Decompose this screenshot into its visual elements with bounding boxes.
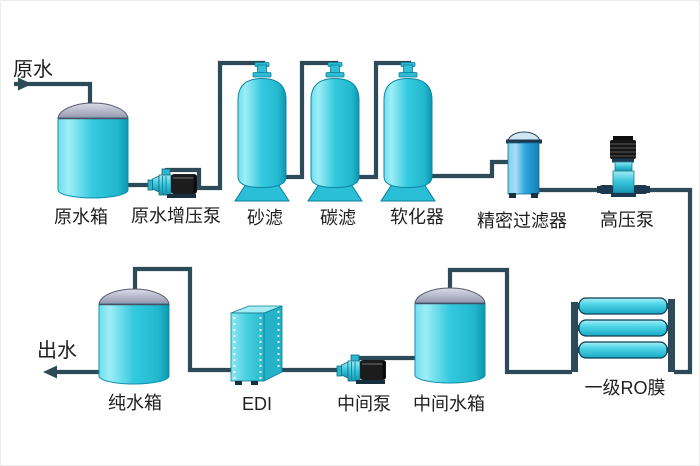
pipe-inlet bbox=[14, 81, 93, 105]
softener-label: 软化器 bbox=[390, 207, 444, 227]
carbon-filter-label: 碳滤 bbox=[320, 208, 356, 228]
raw-water-tank bbox=[57, 102, 129, 199]
ro-membrane-label: 一级RO膜 bbox=[585, 378, 666, 398]
pure-water-tank-label: 纯水箱 bbox=[108, 393, 162, 413]
edi-module bbox=[230, 305, 283, 385]
high-pressure-pump bbox=[597, 136, 650, 197]
ro-tube bbox=[578, 341, 668, 359]
ro-tube bbox=[578, 297, 668, 315]
booster-pump-label: 原水增压泵 bbox=[131, 206, 221, 226]
intermediate-tank-label: 中间水箱 bbox=[413, 394, 485, 414]
high-pressure-pump-label: 高压泵 bbox=[600, 210, 654, 230]
sand-filter-label: 砂滤 bbox=[247, 208, 283, 228]
ro-right-manifold bbox=[668, 299, 675, 372]
raw-water-tank-label: 原水箱 bbox=[54, 207, 108, 227]
intermediate-water-tank bbox=[414, 287, 486, 384]
ro-left-manifold bbox=[571, 302, 578, 372]
labels: 原水 出水 原水箱 原水增压泵 砂滤 碳滤 软化器 精密过滤器 高压泵 一级RO… bbox=[13, 58, 666, 414]
pipe-hppump-to-ro bbox=[646, 187, 693, 375]
sand-filter-tank bbox=[234, 62, 290, 202]
pipe-ro-to-intermediate-tank bbox=[447, 267, 572, 375]
outlet-label: 出水 bbox=[37, 339, 77, 362]
outlet-arrow-icon bbox=[43, 365, 57, 379]
pure-water-tank bbox=[98, 288, 170, 385]
edi-label: EDI bbox=[242, 394, 272, 414]
inlet-arrow-icon bbox=[18, 77, 32, 91]
ro-tube bbox=[578, 319, 668, 337]
carbon-filter-tank bbox=[307, 62, 363, 202]
softener-tank bbox=[380, 62, 436, 202]
edi-rivet-dots bbox=[233, 310, 280, 380]
raw-water-booster-pump bbox=[147, 168, 198, 199]
inlet-label: 原水 bbox=[13, 58, 53, 81]
ro-membrane-stage1 bbox=[571, 297, 675, 372]
pipe-softener-to-precision bbox=[432, 159, 510, 179]
precision-filter-label: 精密过滤器 bbox=[477, 211, 567, 231]
intermediate-pump-label: 中间泵 bbox=[337, 394, 391, 414]
precision-filter bbox=[506, 131, 542, 198]
